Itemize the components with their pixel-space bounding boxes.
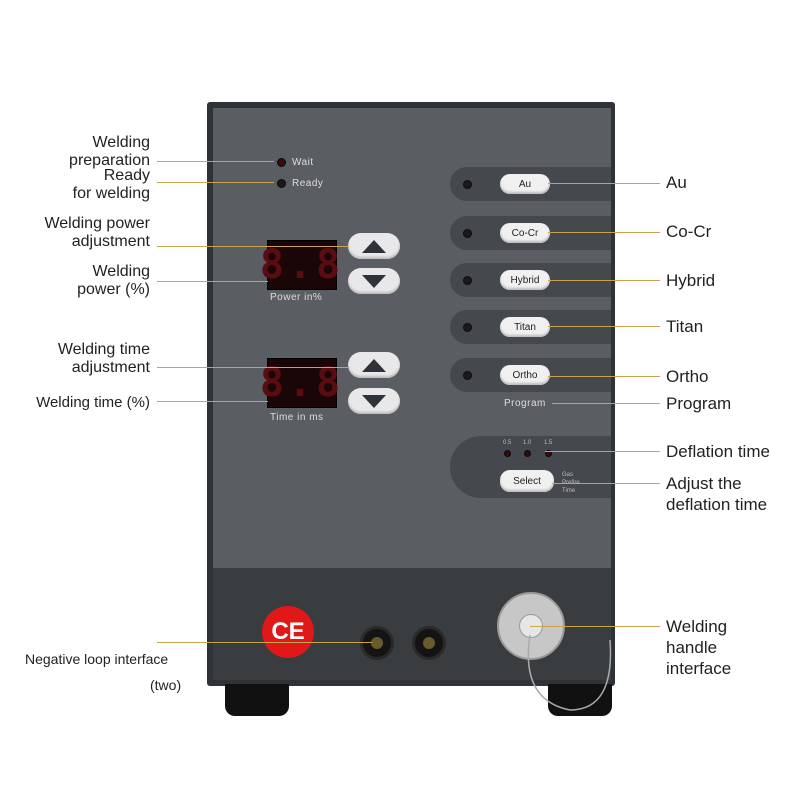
label-co-cr: Co-Cr: [666, 222, 712, 241]
label-hybrid: Hybrid: [666, 271, 716, 290]
label-line: power (%): [77, 281, 150, 298]
time-label: Time: [562, 488, 576, 494]
arrow-up-icon: [362, 239, 386, 253]
label-welding-power-adjustment: Welding power adjustment: [44, 215, 150, 251]
program-caption: Program: [504, 398, 546, 409]
label-line: adjustment: [71, 359, 150, 376]
label-deflation-time: Deflation time: [666, 442, 770, 461]
deflation-value-1: 0.5: [503, 440, 512, 446]
power-down-button[interactable]: [348, 268, 400, 294]
label-line: Welding: [92, 263, 150, 280]
label-line: interface: [666, 659, 732, 678]
deflation-led-2: [524, 450, 531, 457]
power-caption: Power in%: [270, 292, 323, 303]
time-display: 8.8: [260, 358, 340, 408]
tether-cable: [527, 634, 612, 711]
right-foot: [548, 684, 612, 716]
leader-line: [548, 376, 660, 377]
label-line: Adjust the: [666, 474, 742, 493]
leader-line: [157, 281, 268, 282]
leader-line: [545, 451, 660, 452]
ready-led: [277, 179, 286, 188]
titan-button[interactable]: Titan: [500, 317, 550, 337]
deflation-led-3: [545, 450, 552, 457]
socket-icon: [423, 637, 435, 649]
time-down-button[interactable]: [348, 388, 400, 414]
label-negative-loop-count: (two): [150, 677, 182, 693]
label-line: handle: [666, 638, 718, 657]
label-line: Welding: [92, 134, 150, 151]
leader-line: [552, 403, 660, 404]
time-up-button[interactable]: [348, 352, 400, 378]
deflation-value-3: 1.5: [544, 440, 553, 446]
deflation-value-2: 1.0: [523, 440, 532, 446]
leader-line: [157, 642, 372, 643]
leader-line: [157, 367, 349, 368]
label-line: Welding: [666, 617, 728, 636]
leader-line: [157, 246, 349, 247]
arrow-down-icon: [362, 274, 386, 288]
leader-line: [530, 626, 660, 627]
leader-line: [157, 182, 274, 183]
label-line: Ready: [103, 167, 150, 184]
label-adjust-deflation: Adjust the deflation time: [666, 473, 767, 515]
wait-led: [277, 158, 286, 167]
co-cr-led: [463, 229, 472, 238]
label-au: Au: [666, 173, 687, 192]
power-display-value: 8.8: [259, 242, 345, 288]
deflation-led-1: [504, 450, 511, 457]
label-titan: Titan: [666, 317, 704, 336]
ortho-led: [463, 371, 472, 380]
label-ortho: Ortho: [666, 367, 709, 386]
label-welding-power: Welding power (%): [77, 263, 150, 299]
select-button[interactable]: Select: [500, 470, 554, 492]
label-line: adjustment: [71, 233, 150, 250]
gas-label: Gas: [562, 472, 574, 478]
hybrid-button[interactable]: Hybrid: [500, 270, 550, 290]
ce-mark: CE: [262, 606, 314, 658]
left-foot: [225, 684, 289, 716]
leader-line: [157, 401, 268, 402]
leader-line: [548, 183, 660, 184]
leader-line: [548, 326, 660, 327]
label-line: Welding power: [44, 215, 150, 232]
leader-line: [548, 232, 660, 233]
titan-led: [463, 323, 472, 332]
leader-line: [548, 280, 660, 281]
socket-icon: [371, 637, 383, 649]
label-line: for welding: [72, 185, 150, 202]
label-line: deflation time: [666, 495, 768, 514]
label-program: Program: [666, 394, 732, 413]
wait-caption: Wait: [292, 157, 314, 168]
label-line: preparation: [69, 152, 150, 169]
leader-line: [552, 483, 660, 484]
au-led: [463, 180, 472, 189]
label-line: Welding time: [57, 341, 150, 358]
label-welding-preparation: Welding preparation: [69, 134, 150, 170]
time-caption: Time in ms: [270, 412, 324, 423]
power-up-button[interactable]: [348, 233, 400, 259]
ready-caption: Ready: [292, 178, 324, 189]
hybrid-led: [463, 276, 472, 285]
power-display: 8.8: [260, 240, 340, 290]
co-cr-button[interactable]: Co-Cr: [500, 223, 550, 243]
leader-line: [157, 161, 274, 162]
negative-jack-2[interactable]: [412, 626, 446, 660]
negative-jack-1[interactable]: [360, 626, 394, 660]
label-welding-time-adjustment: Welding time adjustment: [58, 341, 150, 377]
au-button[interactable]: Au: [500, 174, 550, 194]
label-welding-handle: Welding handle interface: [666, 616, 731, 679]
ortho-button[interactable]: Ortho: [500, 365, 550, 385]
label-welding-time: Welding time (%): [36, 394, 150, 411]
label-negative-loop: Negative loop interface: [25, 651, 169, 667]
arrow-up-icon: [362, 358, 386, 372]
label-ready-for-welding: Ready for welding: [73, 167, 150, 203]
arrow-down-icon: [362, 394, 386, 408]
